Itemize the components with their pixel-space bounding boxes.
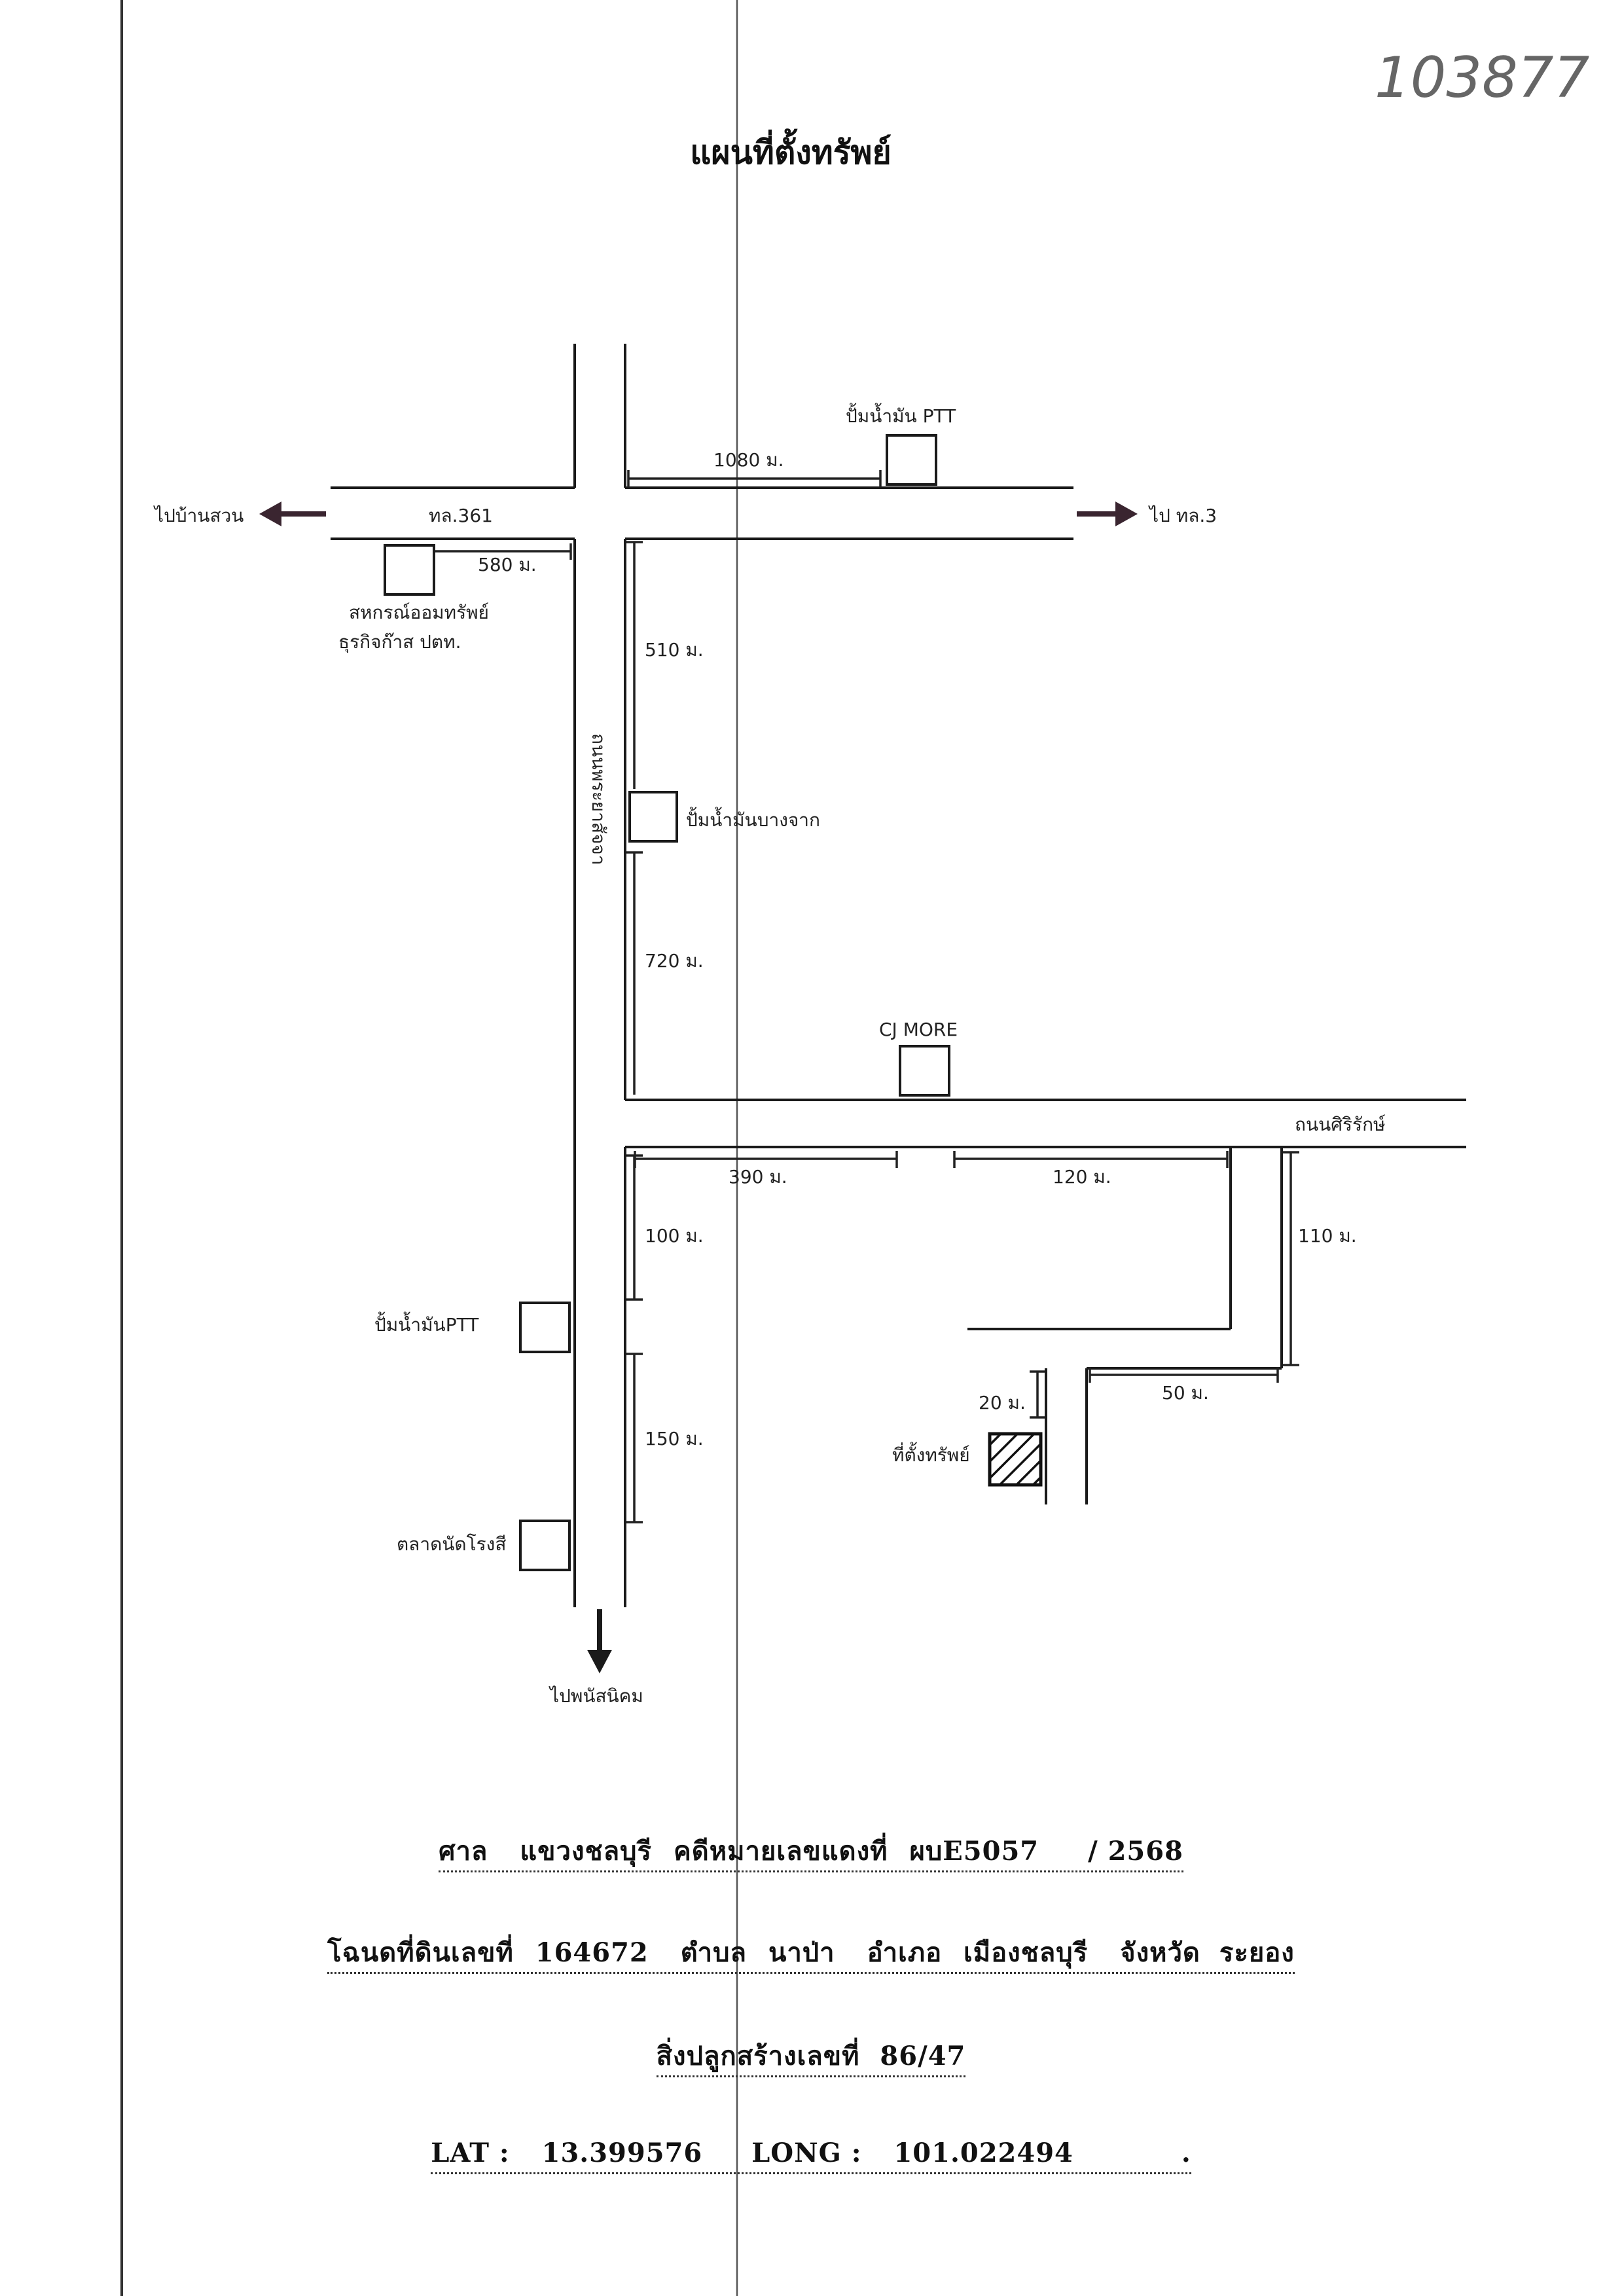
ptt-lower-marker	[519, 1302, 571, 1353]
east-arrow-icon	[1115, 501, 1138, 526]
deed-line: โฉนดที่ดินเลขที่ 164672 ตำบล นาป่า อำเภอ…	[0, 1931, 1622, 1974]
coop-marker	[384, 544, 435, 596]
district-label: อำเภอ	[867, 1937, 943, 1968]
market-label: ตลาดนัดโรงสี	[397, 1533, 506, 1555]
distance-720: 720 ม.	[645, 950, 704, 972]
handwritten-number: 103877	[1375, 45, 1589, 111]
map-title: แผนที่ตั้งทรัพย์	[690, 128, 892, 172]
district: เมืองชลบุรี	[964, 1937, 1089, 1968]
distance-580: 580 ม.	[478, 554, 537, 575]
direction-arrows	[259, 501, 1138, 1673]
bangchak-marker	[628, 791, 678, 843]
building-number: 86/47	[880, 2041, 966, 2071]
building-label: สิ่งปลูกสร้างเลขที่	[656, 2041, 860, 2071]
cj-more-label: CJ MORE	[879, 1019, 958, 1040]
direction-east-label: ไป ทล.3	[1148, 505, 1217, 526]
distance-50: 50 ม.	[1162, 1382, 1209, 1404]
lat-value: 13.399576	[541, 2138, 703, 2168]
distance-510: 510 ม.	[645, 639, 704, 661]
south-arrow-icon	[587, 1650, 612, 1673]
deed-number: 164672	[535, 1937, 649, 1968]
subdistrict-label: ตำบล	[680, 1937, 748, 1968]
north-south-road-label: ถนนพระยาสัจจา	[588, 733, 609, 866]
market-marker	[519, 1520, 571, 1571]
distance-1080: 1080 ม.	[713, 449, 784, 471]
west-arrow-icon	[259, 501, 281, 526]
distance-20: 20 ม.	[979, 1392, 1026, 1413]
province: ระยอง	[1219, 1937, 1295, 1968]
bangchak-label: ปั้มน้ำมันบางจาก	[686, 807, 820, 831]
distance-110: 110 ม.	[1298, 1225, 1357, 1247]
subdistrict: นาป่า	[768, 1937, 835, 1968]
property-marker	[988, 1432, 1043, 1487]
property-label: ที่ตั้งทรัพย์	[892, 1442, 970, 1466]
court-name: แขวงชลบุรี	[520, 1836, 653, 1867]
case-number: ผบE5057	[909, 1836, 1039, 1867]
end-mark: .	[1181, 2138, 1191, 2168]
coop-label-line1: สหกรณ์ออมทรัพย์	[349, 602, 489, 623]
distance-390: 390 ม.	[729, 1166, 787, 1188]
distance-150: 150 ม.	[645, 1428, 704, 1449]
direction-west-label: ไปบ้านสวน	[153, 505, 243, 526]
dimension-lines	[435, 470, 1299, 1523]
long-value: 101.022494	[893, 2138, 1073, 2168]
roads	[331, 344, 1466, 1607]
coop-label-line2: ธุรกิจก๊าส ปตท.	[338, 631, 461, 653]
long-label: LONG :	[751, 2138, 862, 2168]
court-label: ศาล	[439, 1836, 488, 1867]
coordinates-line: LAT : 13.399576 LONG : 101.022494 .	[0, 2138, 1622, 2174]
province-label: จังหวัด	[1120, 1937, 1200, 1968]
deed-label: โฉนดที่ดินเลขที่	[327, 1937, 514, 1968]
case-label: คดีหมายเลขแดงที่	[673, 1836, 888, 1867]
case-year: / 2568	[1088, 1836, 1183, 1867]
ptt-top-label: ปั้มน้ำมัน PTT	[846, 403, 956, 427]
distance-100: 100 ม.	[645, 1225, 704, 1247]
lat-label: LAT :	[431, 2138, 510, 2168]
court-case-line: ศาล แขวงชลบุรี คดีหมายเลขแดงที่ ผบE5057 …	[0, 1830, 1622, 1872]
direction-south-label: ไปพนัสนิคม	[549, 1685, 643, 1707]
cj-more-marker	[899, 1045, 950, 1097]
east-road-label: ถนนศิริรักษ์	[1295, 1114, 1386, 1135]
ptt-lower-label: ปั้มน้ำมันPTT	[374, 1311, 479, 1336]
building-line: สิ่งปลูกสร้างเลขที่ 86/47	[0, 2035, 1622, 2077]
distance-120: 120 ม.	[1053, 1166, 1111, 1188]
highway-label: ทล.361	[429, 505, 493, 526]
ptt-top-marker	[886, 434, 937, 486]
